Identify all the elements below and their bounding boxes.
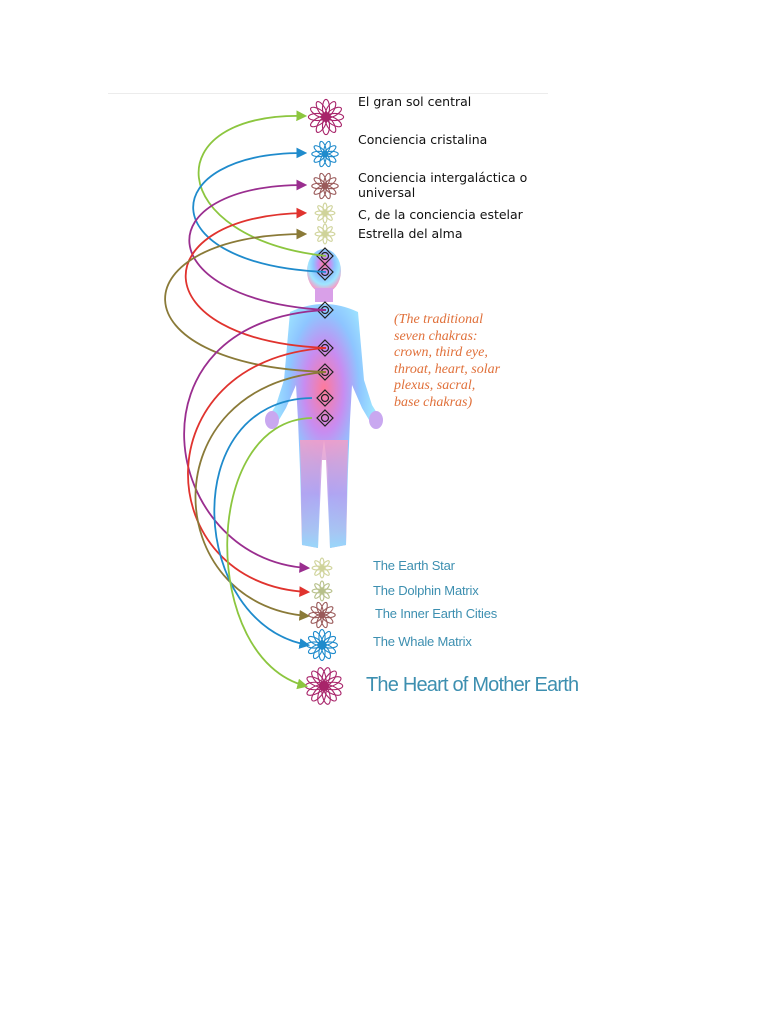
arrow-purple-lower <box>183 309 327 573</box>
label-dolphin: The Dolphin Matrix <box>373 583 479 598</box>
label-heart-mother-earth: The Heart of Mother Earth <box>366 674 579 696</box>
star-gran-sol-icon <box>307 98 345 136</box>
label-inner-earth: The Inner Earth Cities <box>375 606 498 621</box>
label-gran-sol: El gran sol central <box>358 94 472 109</box>
arrow-purple-upper <box>188 179 327 311</box>
arrow-red-upper <box>184 207 327 349</box>
body-chakra-marker <box>316 389 334 407</box>
label-whale: The Whale Matrix <box>373 634 472 649</box>
star-whale-icon <box>306 629 338 661</box>
arrow-blue-upper <box>192 147 327 273</box>
star-heart-icon <box>304 667 344 705</box>
star-inner-earth-icon <box>308 601 336 629</box>
body-silhouette <box>265 249 383 548</box>
connection-arrows <box>164 110 327 690</box>
star-intergalactica-icon <box>311 172 339 200</box>
top-divider <box>108 93 548 94</box>
label-estelar: C, de la conciencia estelar <box>358 207 523 222</box>
arrow-olive-upper <box>164 228 327 373</box>
star-dolphin-icon <box>311 580 333 602</box>
arrow-olive-lower <box>194 371 327 621</box>
star-alma-icon <box>314 223 336 245</box>
arrow-green-lower <box>226 417 313 690</box>
star-cristalina-icon <box>311 140 339 168</box>
star-estelar-icon <box>314 202 336 224</box>
label-cristalina: Conciencia cristalina <box>358 132 488 147</box>
arrow-blue-lower <box>213 397 313 649</box>
label-alma: Estrella del alma <box>358 226 463 241</box>
arrow-red-lower <box>187 347 327 597</box>
star-icons <box>304 98 345 705</box>
star-earth-star-icon <box>311 557 333 579</box>
arrow-green-upper <box>197 110 327 257</box>
traditional-chakras-note: (The traditional seven chakras: crown, t… <box>394 312 501 410</box>
body-chakra-marker <box>316 409 334 427</box>
label-earth-star: The Earth Star <box>373 558 455 573</box>
label-intergalactica: Conciencia intergaláctica o universal <box>358 170 528 200</box>
